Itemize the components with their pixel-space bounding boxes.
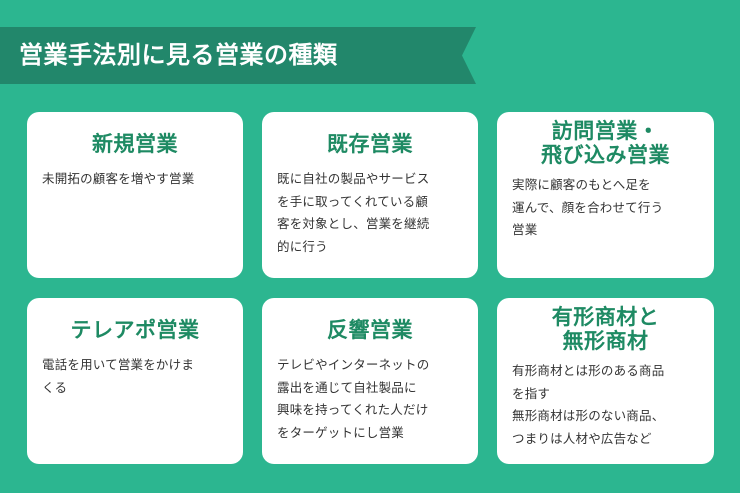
title-ribbon [0, 27, 476, 84]
card-description: 有形商材とは形のある商品 を指す 無形商材は形のない商品、 つまりは人材や広告な… [512, 363, 665, 446]
card-title: 反響営業 [327, 318, 413, 342]
card-description: 未開拓の顧客を増やす営業 [42, 171, 195, 186]
card-title: 有形商材と 無形商材 [551, 305, 660, 353]
card-description: テレビやインターネットの 露出を通じて自社製品に 興味を持ってくれた人だけ をタ… [277, 357, 430, 440]
card-existing-sales: 既存営業 既に自社の製品やサービス を手に取ってくれている顧 客を対象とし、営業… [262, 112, 478, 278]
card-title: 既存営業 [327, 132, 413, 156]
card-inbound-sales: 反響営業 テレビやインターネットの 露出を通じて自社製品に 興味を持ってくれた人… [262, 298, 478, 464]
page-title: 営業手法別に見る営業の種類 [19, 41, 338, 69]
card-new-sales: 新規営業 未開拓の顧客を増やす営業 [27, 112, 243, 278]
card-telemarketing-sales: テレアポ営業 電話を用いて営業をかけま くる [27, 298, 243, 464]
card-description: 電話を用いて営業をかけま くる [42, 357, 195, 395]
card-description: 既に自社の製品やサービス を手に取ってくれている顧 客を対象とし、営業を継続 的… [277, 171, 430, 254]
card-title: 訪問営業・ 飛び込み営業 [541, 119, 670, 167]
card-visit-sales: 訪問営業・ 飛び込み営業 実際に顧客のもとへ足を 運んで、顔を合わせて行う 営業 [497, 112, 714, 278]
card-title: 新規営業 [92, 132, 178, 156]
card-tangible-intangible: 有形商材と 無形商材 有形商材とは形のある商品 を指す 無形商材は形のない商品、… [497, 298, 714, 464]
card-title: テレアポ営業 [70, 318, 200, 342]
card-description: 実際に顧客のもとへ足を 運んで、顔を合わせて行う 営業 [512, 177, 664, 237]
